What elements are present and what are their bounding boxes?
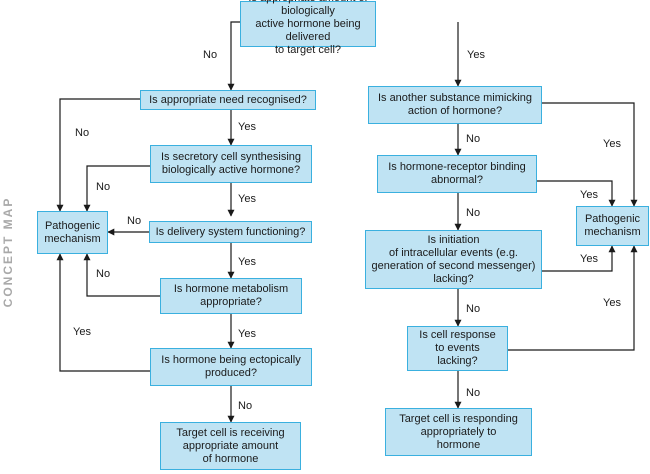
label-initiation-no: No xyxy=(466,303,481,315)
label-delivery-yes: Yes xyxy=(238,256,256,268)
label-binding-yes: Yes xyxy=(580,189,598,201)
label-binding-no: No xyxy=(466,207,481,219)
arrow-need-no xyxy=(56,98,140,212)
arrow-synth-no xyxy=(83,165,150,212)
node-hormone-delivered-question: Is appropriate amount of biologically ac… xyxy=(240,0,376,56)
node-pathogenic-mechanism-left: Pathogenic mechanism xyxy=(37,211,108,254)
node-binding-question: Is hormone-receptor binding abnormal? xyxy=(377,155,537,193)
arrow-metab-no xyxy=(83,253,160,297)
node-synthesising-question: Is secretory cell synthesising biologica… xyxy=(150,145,312,183)
arrow-ectopic-yes xyxy=(56,253,150,372)
label-synth-no: No xyxy=(96,181,111,193)
arrow-binding-yes xyxy=(537,180,616,207)
label-response-yes: Yes xyxy=(603,297,621,309)
label-metab-yes: Yes xyxy=(238,328,256,340)
node-cell-response-question: Is cell response to events lacking? xyxy=(407,326,508,371)
label-need-no: No xyxy=(75,127,90,139)
label-delivery-no: No xyxy=(127,215,142,227)
node-metabolism-question: Is hormone metabolism appropriate? xyxy=(160,278,302,314)
arrow-response-yes xyxy=(508,245,638,351)
label-synth-yes: Yes xyxy=(238,193,256,205)
arrow-top-no xyxy=(227,21,240,91)
node-target-responding: Target cell is responding appropriately … xyxy=(385,408,532,456)
node-mimicking-question: Is another substance mimicking action of… xyxy=(368,86,542,124)
label-top-yes: Yes xyxy=(467,49,485,61)
arrow-mimic-yes xyxy=(542,102,638,207)
label-metab-no: No xyxy=(96,268,111,280)
node-target-receiving: Target cell is receiving appropriate amo… xyxy=(160,422,301,470)
label-response-no: No xyxy=(466,387,481,399)
label-initiation-yes: Yes xyxy=(580,253,598,265)
arrow-initiation-yes xyxy=(542,245,616,272)
node-need-recognised-question: Is appropriate need recognised? xyxy=(140,90,316,110)
node-delivery-system-question: Is delivery system functioning? xyxy=(149,221,312,243)
label-mimic-yes: Yes xyxy=(603,138,621,150)
label-need-yes: Yes xyxy=(238,121,256,133)
node-ectopic-question: Is hormone being ectopically produced? xyxy=(150,348,312,386)
node-initiation-question: Is initiation of intracellular events (e… xyxy=(365,230,542,289)
label-ectopic-yes: Yes xyxy=(73,326,91,338)
label-top-no: No xyxy=(203,49,218,61)
label-mimic-no: No xyxy=(466,133,481,145)
node-pathogenic-mechanism-right: Pathogenic mechanism xyxy=(576,206,649,246)
label-ectopic-no: No xyxy=(238,400,253,412)
